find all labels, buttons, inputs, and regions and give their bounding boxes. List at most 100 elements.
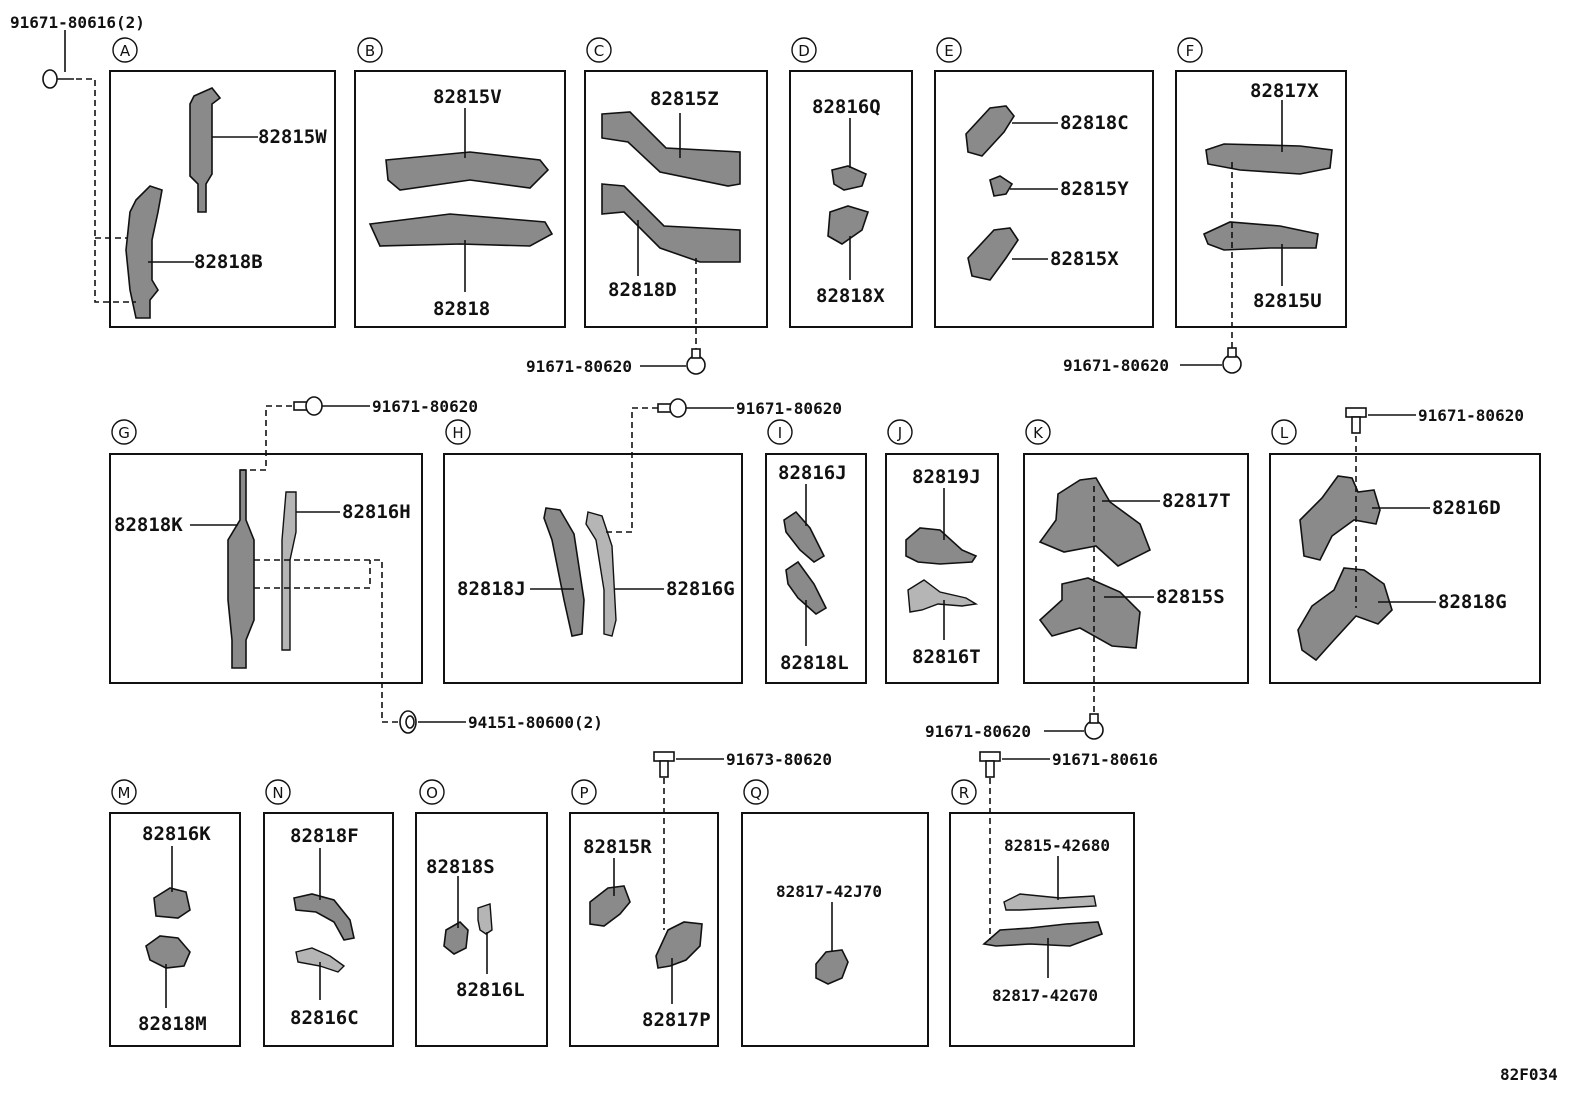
label-bolt-a[interactable]: 91671-80616(2) — [10, 13, 145, 32]
label-82815-42680[interactable]: 82815-42680 — [1004, 836, 1110, 855]
label-82816q[interactable]: 82816Q — [812, 96, 881, 118]
label-82818s[interactable]: 82818S — [426, 856, 495, 878]
label-82817x[interactable]: 82817X — [1250, 80, 1319, 102]
label-bolt-g[interactable]: 91671-80620 — [372, 397, 478, 416]
label-82815y[interactable]: 82815Y — [1060, 178, 1129, 200]
bolt-g[interactable] — [293, 396, 323, 416]
part-82817p-shape[interactable] — [655, 921, 703, 969]
label-82816g[interactable]: 82816G — [666, 578, 735, 600]
label-82817p[interactable]: 82817P — [642, 1009, 711, 1031]
label-82816d[interactable]: 82816D — [1432, 497, 1501, 519]
label-82818[interactable]: 82818 — [433, 298, 490, 320]
bolt-k[interactable] — [1084, 713, 1104, 740]
bolt-p[interactable] — [653, 751, 675, 778]
part-82817-42g70-shape[interactable] — [982, 921, 1104, 947]
label-82818m[interactable]: 82818M — [138, 1013, 207, 1035]
group-n-letter: N — [272, 784, 283, 802]
bolt-l[interactable] — [1345, 407, 1367, 434]
label-82818f[interactable]: 82818F — [290, 825, 359, 847]
part-82817x-shape[interactable] — [1205, 143, 1333, 175]
part-82818d-shape[interactable] — [601, 183, 741, 263]
part-82815s-shape[interactable] — [1038, 577, 1141, 649]
part-82818g-shape[interactable] — [1297, 567, 1393, 662]
part-82815x-shape[interactable] — [967, 227, 1019, 281]
label-bolt-r[interactable]: 91671-80616 — [1052, 750, 1158, 769]
label-82816k[interactable]: 82816K — [142, 823, 211, 845]
dash-clip-1 — [254, 559, 400, 723]
part-82815z-shape[interactable] — [601, 111, 741, 187]
part-82818s-shape[interactable] — [443, 921, 469, 955]
label-bolt-f[interactable]: 91671-80620 — [1063, 356, 1169, 375]
part-82815w-shape[interactable] — [189, 87, 222, 213]
label-82818b[interactable]: 82818B — [194, 251, 263, 273]
part-82817-42j70-shape[interactable] — [815, 949, 849, 985]
bolt-f[interactable] — [1222, 347, 1242, 374]
label-82815s[interactable]: 82815S — [1156, 586, 1225, 608]
label-82815r[interactable]: 82815R — [583, 836, 652, 858]
part-82818x-shape[interactable] — [827, 205, 870, 245]
part-82818m-shape[interactable] — [145, 935, 191, 969]
label-82815z[interactable]: 82815Z — [650, 88, 719, 110]
group-n: N 82818F 82816C — [263, 779, 394, 1047]
label-82815w[interactable]: 82815W — [258, 126, 327, 148]
part-82816c-shape[interactable] — [295, 947, 346, 973]
label-82817-42j70[interactable]: 82817-42J70 — [776, 882, 882, 901]
part-82816h-shape[interactable] — [281, 491, 297, 651]
part-82819j-shape[interactable] — [905, 527, 978, 565]
group-r: R 82815-42680 82817-42G70 91671-80616 — [949, 750, 1158, 1047]
part-82818l-shape[interactable] — [785, 560, 828, 615]
label-clip-gh[interactable]: 94151-80600(2) — [468, 713, 603, 732]
part-82816j-shape[interactable] — [783, 510, 826, 563]
label-82815x[interactable]: 82815X — [1050, 248, 1119, 270]
label-82815u[interactable]: 82815U — [1253, 290, 1322, 312]
part-82816g-shape[interactable] — [585, 511, 617, 637]
label-bolt-h[interactable]: 91671-80620 — [736, 399, 842, 418]
part-82818f-shape[interactable] — [293, 893, 355, 941]
label-82816t[interactable]: 82816T — [912, 646, 981, 668]
group-k-letter: K — [1033, 424, 1044, 442]
part-82816l-shape[interactable] — [477, 903, 493, 935]
group-q-box — [741, 812, 929, 1047]
part-82817t-shape[interactable] — [1038, 477, 1152, 567]
bolt-r[interactable] — [979, 751, 1001, 778]
bolt-c[interactable] — [686, 348, 706, 375]
part-82815-42680-shape[interactable] — [1003, 893, 1097, 911]
label-bolt-l[interactable]: 91671-80620 — [1418, 406, 1524, 425]
part-82815u-shape[interactable] — [1202, 221, 1319, 251]
label-82818x[interactable]: 82818X — [816, 285, 885, 307]
part-82815r-shape[interactable] — [589, 885, 631, 927]
label-82816l[interactable]: 82816L — [456, 979, 525, 1001]
group-k-box — [1023, 453, 1249, 684]
part-82818-shape[interactable] — [368, 213, 554, 247]
label-82818l[interactable]: 82818L — [780, 652, 849, 674]
label-82815v[interactable]: 82815V — [433, 86, 502, 108]
part-82815v-shape[interactable] — [385, 151, 550, 191]
label-bolt-k[interactable]: 91671-80620 — [925, 722, 1031, 741]
label-bolt-c[interactable]: 91671-80620 — [526, 357, 632, 376]
label-82816c[interactable]: 82816C — [290, 1007, 359, 1029]
part-82815y-shape[interactable] — [989, 175, 1014, 197]
part-82818j-shape[interactable] — [543, 507, 585, 637]
label-82816j[interactable]: 82816J — [778, 462, 847, 484]
part-82816t-shape[interactable] — [907, 579, 979, 613]
part-82818b-shape[interactable] — [125, 185, 163, 319]
label-bolt-p[interactable]: 91673-80620 — [726, 750, 832, 769]
clip-gh[interactable] — [399, 710, 417, 734]
label-82818c[interactable]: 82818C — [1060, 112, 1129, 134]
bolt-a[interactable] — [42, 69, 74, 89]
label-82818k[interactable]: 82818K — [114, 514, 183, 536]
label-82818d[interactable]: 82818D — [608, 279, 677, 301]
label-82818g[interactable]: 82818G — [1438, 591, 1507, 613]
label-82817-42g70[interactable]: 82817-42G70 — [992, 986, 1098, 1005]
part-82816k-shape[interactable] — [153, 887, 191, 919]
part-82816q-shape[interactable] — [831, 165, 867, 191]
part-82816d-shape[interactable] — [1299, 475, 1381, 561]
label-82817t[interactable]: 82817T — [1162, 490, 1231, 512]
label-82816h[interactable]: 82816H — [342, 501, 411, 523]
bolt-h[interactable] — [657, 398, 687, 418]
label-82818j[interactable]: 82818J — [457, 578, 526, 600]
part-82818c-shape[interactable] — [965, 105, 1015, 157]
label-82819j[interactable]: 82819J — [912, 466, 981, 488]
part-82818k-shape[interactable] — [227, 469, 255, 669]
